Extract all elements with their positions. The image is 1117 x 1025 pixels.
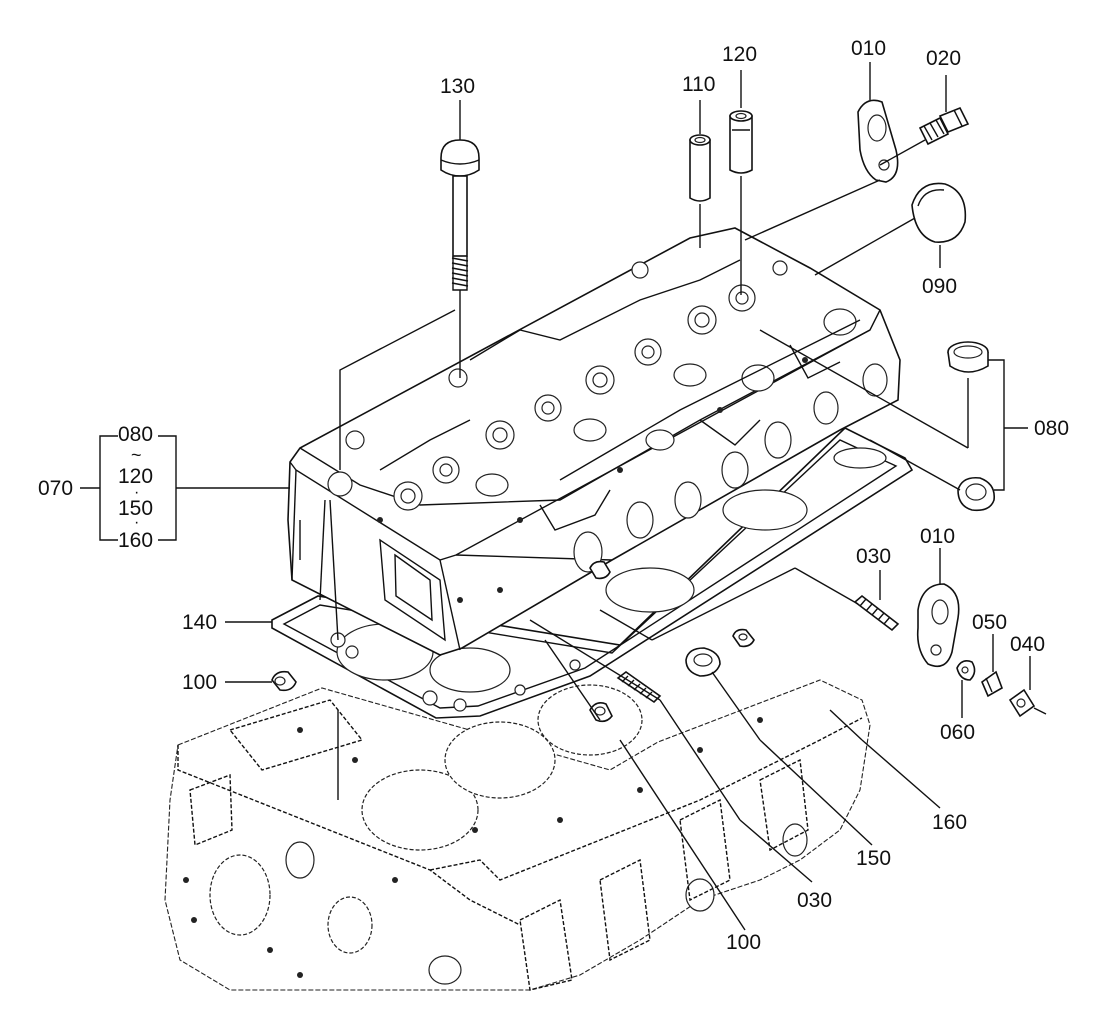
group-dot-1: · xyxy=(134,484,140,501)
group-160: 160 xyxy=(118,529,154,552)
callout-080-right: 080 xyxy=(1034,417,1070,440)
callout-150: 150 xyxy=(856,847,892,870)
callout-070: 070 xyxy=(38,477,74,500)
callout-100-bottom: 100 xyxy=(726,931,762,954)
callout-040: 040 xyxy=(1010,633,1046,656)
group-120: 120 xyxy=(118,465,154,488)
callout-030-bottom: 030 xyxy=(797,889,833,912)
callout-010-mid: 010 xyxy=(920,525,956,548)
callout-110: 110 xyxy=(682,73,716,96)
callout-100-left: 100 xyxy=(182,671,218,694)
group-080: 080 xyxy=(118,423,154,446)
callout-060: 060 xyxy=(940,721,976,744)
callout-130: 130 xyxy=(440,75,476,98)
group-150: 150 xyxy=(118,497,154,520)
callout-160: 160 xyxy=(932,811,968,834)
engine-block xyxy=(164,679,871,991)
callout-050: 050 xyxy=(972,611,1008,634)
callout-120: 120 xyxy=(722,43,758,66)
callout-030-top: 030 xyxy=(856,545,892,568)
group-dot-2: · xyxy=(134,514,140,531)
leader-lines xyxy=(80,62,1047,931)
group-range-symbol: ~ xyxy=(131,445,142,465)
valve-guides xyxy=(689,110,753,202)
callout-140: 140 xyxy=(182,611,218,634)
cylinder-head xyxy=(287,227,901,656)
callout-090: 090 xyxy=(922,275,958,298)
callout-010-top: 010 xyxy=(851,37,887,60)
head-bolt xyxy=(440,139,480,291)
lifting-eye-mid xyxy=(853,583,1036,718)
expansion-plug xyxy=(911,182,967,243)
callout-020: 020 xyxy=(926,47,962,70)
lifting-eye-top xyxy=(857,99,970,183)
valve-seal-rings xyxy=(947,341,996,512)
